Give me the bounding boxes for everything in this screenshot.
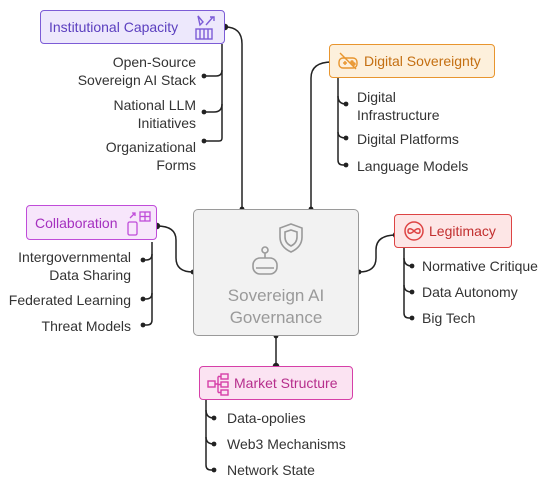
center-topic-box[interactable]: Sovereign AI Governance xyxy=(193,209,359,336)
center-title: Sovereign AI Governance xyxy=(194,285,358,329)
list-item: Organizational Forms xyxy=(105,139,196,173)
robot-icon xyxy=(252,246,278,275)
list-item: Data-opolies xyxy=(227,410,306,426)
legitimacy-title: Legitimacy xyxy=(429,223,496,239)
list-item: Data Autonomy xyxy=(422,284,518,300)
list-item: National LLM Initiatives xyxy=(113,97,197,131)
list-item: Normative Critique xyxy=(422,258,538,274)
building-tools-icon xyxy=(195,15,215,40)
list-item: Language Models xyxy=(357,158,469,174)
institutional-capacity-title: Institutional Capacity xyxy=(49,19,179,35)
market-structure-node[interactable]: Market Structure xyxy=(199,366,353,400)
list-item: Digital Platforms xyxy=(357,131,459,147)
list-item: Big Tech xyxy=(422,310,476,326)
list-item: Open-Source Sovereign AI Stack xyxy=(77,54,196,88)
list-item: Web3 Mechanisms xyxy=(227,436,346,452)
gamepad-icon xyxy=(338,52,358,70)
list-item: Digital Infrastructure xyxy=(357,89,440,123)
market-structure-title: Market Structure xyxy=(234,375,338,391)
collaboration-title: Collaboration xyxy=(35,214,118,231)
infinity-icon xyxy=(404,221,424,241)
hierarchy-icon xyxy=(207,373,229,396)
center-title-line1: Sovereign AI xyxy=(227,286,325,305)
list-item: Intergovernmental Data Sharing xyxy=(18,249,131,283)
institutional-capacity-node[interactable]: Institutional Capacity xyxy=(40,10,225,44)
shield-icon xyxy=(279,223,303,253)
digital-sovereignty-node[interactable]: Digital Sovereignty xyxy=(329,44,495,78)
digital-sovereignty-title: Digital Sovereignty xyxy=(364,53,481,69)
collaboration-node[interactable]: Collaboration xyxy=(26,205,157,240)
legitimacy-node[interactable]: Legitimacy xyxy=(394,214,512,248)
list-item: Federated Learning xyxy=(8,292,131,308)
list-item: Network State xyxy=(227,462,315,478)
list-item: Threat Models xyxy=(41,318,131,334)
devices-sync-icon xyxy=(127,211,151,236)
center-title-line2: Governance xyxy=(229,308,323,327)
